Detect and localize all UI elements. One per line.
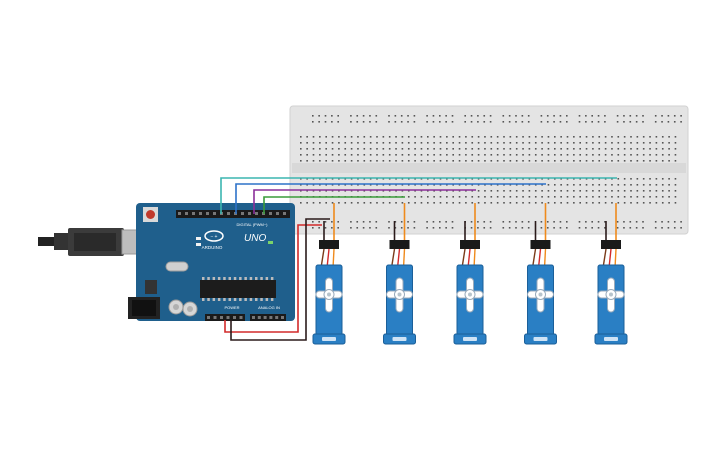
wire-gnd-black (230, 218, 330, 341)
arduino-model-label: UNO (244, 233, 266, 244)
digital-header-label: DIGITAL (PWM~) (237, 222, 269, 227)
reset-button[interactable] (143, 207, 158, 222)
servo-motor[interactable] (524, 203, 557, 345)
microcontroller-chip (200, 280, 276, 298)
signal-wires[interactable] (220, 177, 617, 214)
arduino-uno[interactable]: DIGITAL (PWM~) − + UNO ARDUINO (38, 203, 295, 321)
svg-text:+: + (215, 234, 218, 240)
servo-connector (460, 240, 480, 249)
analog-header-label: ANALOG IN (258, 305, 280, 310)
dc-power-jack (128, 297, 160, 319)
capacitors (168, 299, 198, 317)
wire-teal (220, 177, 617, 214)
servo-connector (601, 240, 621, 249)
power-header (205, 314, 245, 321)
servo-connector (530, 240, 551, 249)
power-header-label: POWER (224, 305, 239, 310)
arduino-brand-label: ARDUINO (202, 245, 223, 250)
crystal-oscillator (165, 261, 189, 272)
servo-connector (319, 240, 339, 249)
servo-motor[interactable] (383, 203, 416, 345)
servo-motor[interactable] (453, 203, 487, 345)
breadboard[interactable] (289, 105, 689, 235)
servo-group (312, 203, 628, 345)
wire-green (263, 196, 405, 214)
svg-text:−: − (211, 234, 214, 240)
wire-purple (253, 189, 476, 214)
status-leds (196, 237, 273, 246)
power-wires[interactable] (224, 218, 330, 341)
digital-header (176, 210, 290, 218)
wire-blue (235, 183, 546, 214)
servo-motor[interactable] (594, 203, 628, 345)
servo-motor[interactable] (312, 203, 346, 345)
analog-header (250, 314, 286, 321)
arduino-logo: − + (204, 230, 224, 242)
usb-connector (38, 228, 141, 256)
voltage-regulator (145, 280, 157, 294)
servo-connector (389, 240, 410, 249)
